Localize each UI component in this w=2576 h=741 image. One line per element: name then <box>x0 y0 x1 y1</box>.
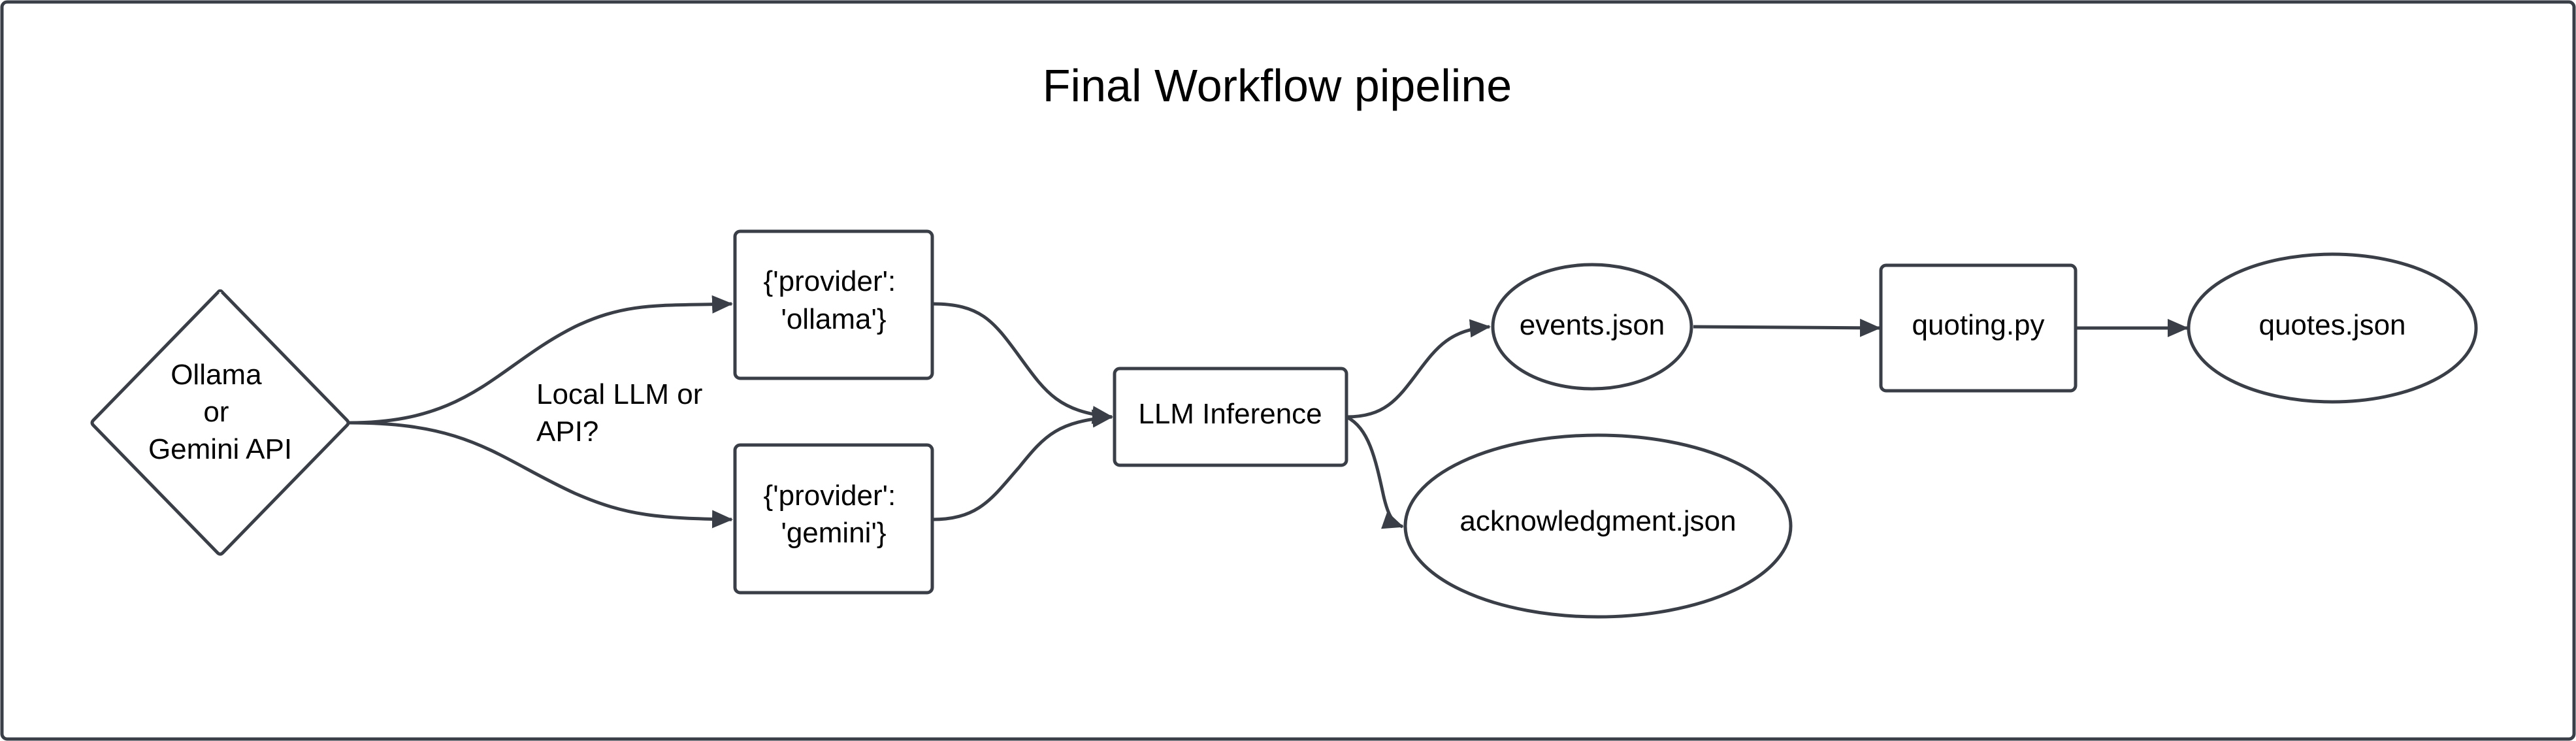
gemini-config-line-2: 'gemini'} <box>781 517 886 549</box>
ollama-config-line-1: {'provider': <box>764 265 896 297</box>
edge-label-line-2: API? <box>536 416 598 448</box>
gemini-config-box <box>733 443 934 595</box>
quoting-py-box <box>1879 263 2078 393</box>
decision-label-line-1: Ollama <box>171 359 262 391</box>
node-ollama-config: {'provider': 'ollama'} <box>733 229 934 380</box>
node-quotes-json: quotes.json <box>2187 252 2478 404</box>
node-acknowledgment-json: acknowledgment.json <box>1403 433 1793 619</box>
decision-label-line-3: Gemini API <box>148 433 292 465</box>
node-events-json: events.json <box>1491 263 1693 391</box>
decision-diamond-shape <box>90 289 350 556</box>
edge-gemini-to-inference <box>932 409 1113 521</box>
acknowledgment-json-ellipse <box>1403 433 1793 619</box>
edge-inference-to-events <box>1346 319 1491 419</box>
llm-inference-label: LLM Inference <box>1138 398 1322 430</box>
edge-events-to-quoting <box>1693 318 1881 337</box>
node-decision-provider: Ollama or Gemini API <box>90 289 350 556</box>
ollama-config-box <box>733 229 934 380</box>
decision-label: Ollama or Gemini API <box>148 359 292 465</box>
edge-decision-to-gemini <box>349 421 733 529</box>
decision-label-line-2: or <box>203 396 229 428</box>
edge-inference-to-acknowledgment <box>1345 415 1404 529</box>
gemini-config-line-1: {'provider': <box>764 480 896 512</box>
llm-inference-box <box>1113 367 1348 467</box>
edge-ollama-to-inference <box>932 302 1113 425</box>
ollama-config-line-2: 'ollama'} <box>781 303 886 335</box>
node-quoting-py: quoting.py <box>1879 263 2078 393</box>
events-json-label: events.json <box>1520 309 1665 341</box>
edge-decision-to-ollama <box>349 295 733 425</box>
quotes-json-label: quotes.json <box>2258 309 2405 341</box>
gemini-config-label: {'provider': 'gemini'} <box>764 480 904 549</box>
acknowledgment-json-label: acknowledgment.json <box>1459 505 1736 537</box>
quoting-py-label: quoting.py <box>1912 309 2044 341</box>
ollama-config-label: {'provider': 'ollama'} <box>764 265 904 335</box>
node-gemini-config: {'provider': 'gemini'} <box>733 443 934 595</box>
edge-label-local-or-api: Local LLM or API? <box>536 378 711 448</box>
quotes-json-ellipse <box>2187 252 2478 404</box>
node-llm-inference: LLM Inference <box>1113 367 1348 467</box>
diagram-title: Final Workflow pipeline <box>1043 60 1512 111</box>
edge-label-line-1: Local LLM or <box>536 378 702 410</box>
events-json-ellipse <box>1491 263 1693 391</box>
